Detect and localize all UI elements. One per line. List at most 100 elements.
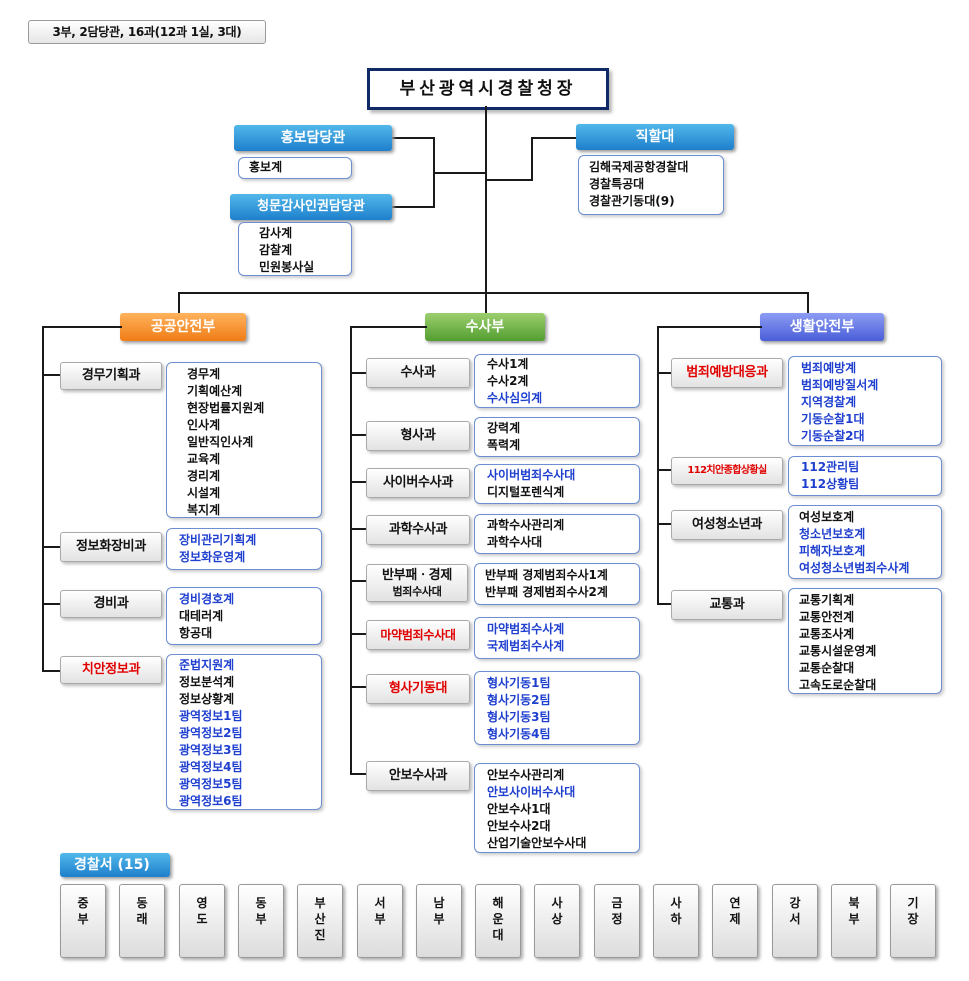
connector bbox=[657, 469, 671, 471]
connector bbox=[657, 523, 671, 525]
connector bbox=[657, 603, 671, 605]
list-item: 현장법률지원계 bbox=[187, 401, 265, 415]
list-item: 수사심의계 bbox=[487, 391, 543, 405]
dept-info-equip: 정보화장비과 bbox=[60, 532, 162, 562]
list-item: 항공대 bbox=[179, 626, 213, 640]
list-item: 준법지원계 bbox=[179, 658, 235, 672]
list-item: 경찰관기동대(9) bbox=[589, 194, 675, 208]
list-item: 교통기획계 bbox=[799, 593, 855, 607]
list-item: 감찰계 bbox=[259, 243, 293, 257]
connector bbox=[350, 633, 366, 635]
connector bbox=[350, 528, 366, 530]
dept-anticorruption-list: 반부패 경제범죄수사1계 반부패 경제범죄수사2계 bbox=[474, 563, 640, 605]
list-item: 복지계 bbox=[187, 503, 221, 517]
direct-list: 김해국제공항경찰대 경찰특공대 경찰관기동대(9) bbox=[578, 155, 724, 215]
list-item: 정보화운영계 bbox=[179, 550, 246, 564]
connector bbox=[178, 292, 180, 314]
audit-header: 청문감사인권담당관 bbox=[230, 194, 392, 220]
list-item: 형사기동3팀 bbox=[487, 710, 551, 724]
connector bbox=[42, 326, 122, 328]
list-item: 형사기동1팀 bbox=[487, 676, 551, 690]
investigation-header: 수사부 bbox=[425, 313, 545, 341]
list-item: 광역정보4팀 bbox=[179, 760, 243, 774]
connector bbox=[807, 292, 809, 314]
dept-mobile-criminal: 형사기동대 bbox=[366, 674, 470, 704]
summary-label: 3부, 2담당관, 16과(12과 1실, 3대) bbox=[28, 20, 266, 44]
list-item: 일반직인사계 bbox=[187, 435, 254, 449]
list-item: 김해국제공항경찰대 bbox=[589, 160, 689, 174]
top-title: 부산광역시경찰청장 bbox=[367, 68, 609, 110]
dept-women-youth: 여성청소년과 bbox=[671, 510, 783, 540]
connector bbox=[531, 137, 533, 181]
list-item: 사이버범죄수사대 bbox=[487, 468, 576, 482]
list-item: 폭력계 bbox=[487, 438, 521, 452]
connector bbox=[657, 372, 671, 374]
list-item: 반부패 경제범죄수사1계 bbox=[485, 568, 608, 582]
list-item: 광역정보1팀 bbox=[179, 709, 243, 723]
list-item: 지역경찰계 bbox=[801, 395, 857, 409]
dept-anticorruption: 반부패ㆍ경제 범죄수사대 bbox=[366, 564, 468, 602]
dept-traffic: 교통과 bbox=[671, 590, 783, 620]
dept-national-security: 안보수사과 bbox=[366, 761, 470, 791]
dept-intel-list: 준법지원계 정보분석계 정보상황계 광역정보1팀 광역정보2팀 광역정보3팀 광… bbox=[166, 654, 322, 810]
connector bbox=[350, 686, 366, 688]
connector bbox=[485, 179, 533, 181]
dept-security: 경비과 bbox=[60, 590, 162, 618]
dept-anticorruption-line2: 범죄수사대 bbox=[392, 585, 442, 598]
dept-112-center-list: 112관리팀 112상황팀 bbox=[788, 456, 942, 496]
list-item: 광역정보2팀 bbox=[179, 726, 243, 740]
list-item: 광역정보3팀 bbox=[179, 743, 243, 757]
list-item: 과학수사대 bbox=[487, 535, 543, 549]
list-item: 교통안전계 bbox=[799, 610, 855, 624]
connector bbox=[42, 374, 60, 376]
dept-crime-prevention: 범죄예방대응과 bbox=[671, 358, 783, 388]
connector bbox=[485, 106, 487, 294]
list-item: 홍보계 bbox=[249, 160, 283, 174]
list-item: 대테러계 bbox=[179, 609, 224, 623]
dept-intel: 치안정보과 bbox=[60, 656, 162, 684]
list-item: 광역정보6팀 bbox=[179, 794, 243, 808]
dept-mobile-criminal-list: 형사기동1팀 형사기동2팀 형사기동3팀 형사기동4팀 bbox=[474, 671, 640, 745]
list-item: 112관리팀 bbox=[801, 460, 860, 474]
list-item: 교통순찰대 bbox=[799, 661, 855, 675]
dept-112-center: 112치안종합상황실 bbox=[671, 457, 783, 485]
dept-criminal-list: 강력계 폭력계 bbox=[474, 417, 640, 457]
dept-women-youth-list: 여성보호계 청소년보호계 피해자보호계 여성청소년범죄수사계 bbox=[788, 505, 942, 579]
list-item: 기동순찰1대 bbox=[801, 412, 865, 426]
audit-list: 감사계 감찰계 민원봉사실 bbox=[238, 222, 352, 276]
list-item: 수사2계 bbox=[487, 374, 529, 388]
list-item: 경리계 bbox=[187, 469, 221, 483]
list-item: 여성청소년범죄수사계 bbox=[799, 561, 910, 575]
dept-anticorruption-line1: 반부패ㆍ경제 bbox=[382, 568, 452, 583]
stations-header: 경찰서 (15) bbox=[60, 853, 170, 877]
list-item: 112상황팀 bbox=[801, 477, 860, 491]
dept-crime-prevention-list: 범죄예방계 범죄예방질서계 지역경찰계 기동순찰1대 기동순찰2대 bbox=[788, 356, 942, 446]
list-item: 교육계 bbox=[187, 452, 221, 466]
dept-national-security-list: 안보수사관리계 안보사이버수사대 안보수사1대 안보수사2대 산업기술안보수사대 bbox=[474, 763, 640, 853]
list-item: 감사계 bbox=[259, 226, 293, 240]
dept-cyber: 사이버수사과 bbox=[366, 468, 470, 498]
list-item: 범죄예방질서계 bbox=[801, 378, 879, 392]
list-item: 교통조사계 bbox=[799, 627, 855, 641]
list-item: 시설계 bbox=[187, 486, 221, 500]
connector bbox=[350, 326, 352, 774]
connector bbox=[657, 326, 659, 604]
direct-header: 직할대 bbox=[576, 124, 734, 150]
dept-narcotics-list: 마약범죄수사계 국제범죄수사계 bbox=[474, 617, 640, 659]
list-item: 안보수사2대 bbox=[487, 819, 551, 833]
list-item: 마약범죄수사계 bbox=[487, 622, 565, 636]
connector bbox=[485, 292, 487, 314]
dept-planning: 경무기획과 bbox=[60, 362, 162, 390]
list-item: 수사1계 bbox=[487, 357, 529, 371]
list-item: 기동순찰2대 bbox=[801, 429, 865, 443]
public-safety-header: 공공안전부 bbox=[120, 313, 246, 341]
list-item: 형사기동2팀 bbox=[487, 693, 551, 707]
connector bbox=[42, 603, 60, 605]
connector bbox=[657, 326, 762, 328]
